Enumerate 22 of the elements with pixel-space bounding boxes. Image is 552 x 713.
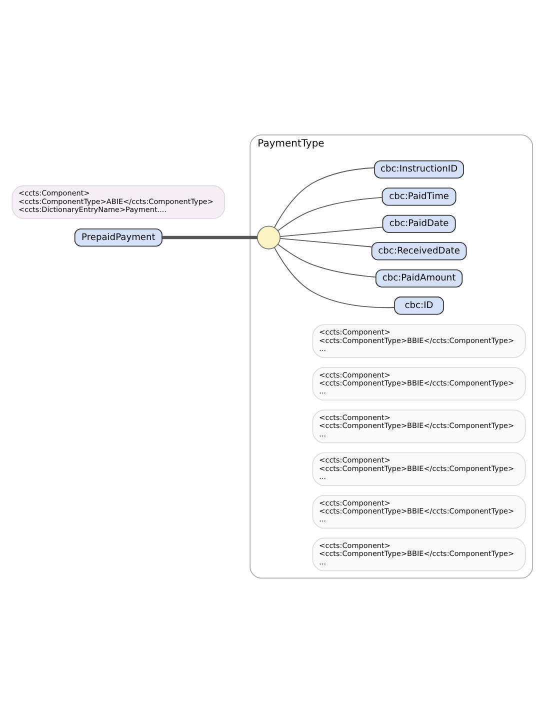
node-box: <ccts:Component> <ccts:ComponentType>BBIE</ccts:ComponentType> ... — [312, 538, 526, 572]
node-box: cbc:ReceivedDate — [371, 242, 467, 260]
connector — [278, 244, 376, 278]
node-box: <ccts:Component> <ccts:ComponentType>BBIE</ccts:ComponentType> ... — [312, 495, 526, 529]
node-box: cbc:InstructionID — [374, 160, 464, 178]
node-box: PrepaidPayment — [74, 228, 162, 247]
node-box: cbc:PaidDate — [382, 214, 456, 233]
connector — [280, 238, 372, 248]
connector — [274, 167, 375, 228]
connector — [280, 226, 383, 238]
node-box: <ccts:Component> <ccts:ComponentType>BBIE</ccts:ComponentType> ... — [312, 366, 526, 401]
connector — [278, 197, 383, 232]
connector — [274, 247, 395, 308]
node-box: cbc:PaidAmount — [375, 269, 463, 288]
node-box: cbc:ID — [394, 296, 444, 315]
node-box: <ccts:Component> <ccts:ComponentType>BBIE</ccts:ComponentType> ... — [312, 410, 526, 444]
node-box: <ccts:Component> <ccts:ComponentType>BBIE</ccts:ComponentType> ... — [312, 324, 526, 358]
node-box: <ccts:Component> <ccts:ComponentType>ABIE</ccts:ComponentType> <ccts:DictionaryEntryName>Payment.... — [12, 185, 226, 219]
connector — [162, 236, 258, 240]
node-box: cbc:PaidTime — [382, 188, 456, 206]
node-box: <ccts:Component> <ccts:ComponentType>BBIE</ccts:ComponentType> ... — [312, 452, 526, 486]
node-circle — [256, 226, 281, 250]
